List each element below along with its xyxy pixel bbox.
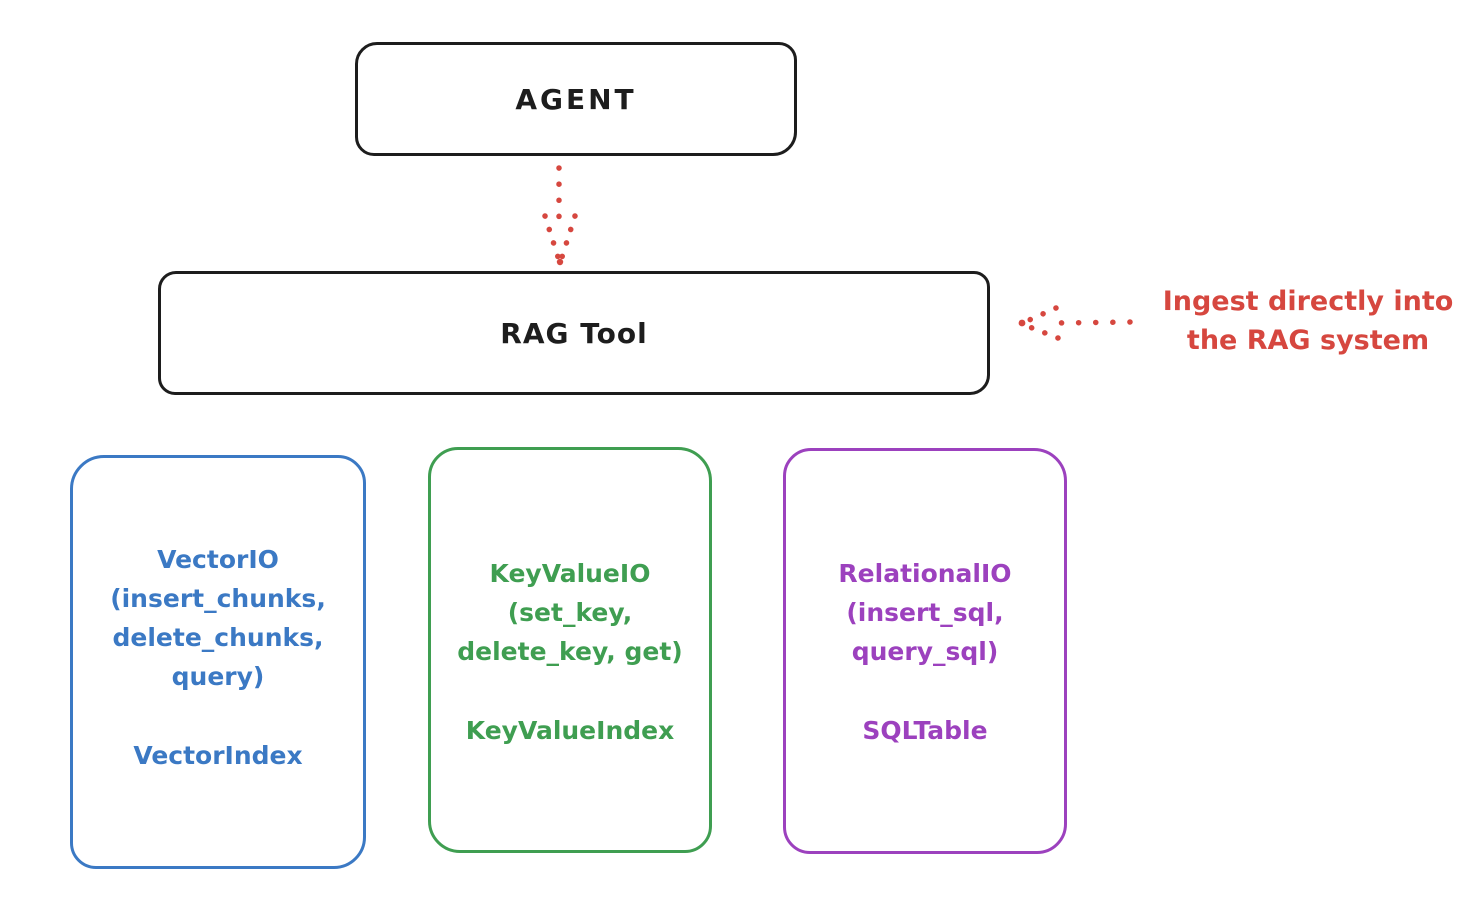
keyvalue-io-title: KeyValueIO	[489, 559, 651, 588]
vector-index-label: VectorIndex	[133, 741, 303, 770]
annotation-text: Ingest directly into the RAG system	[1138, 282, 1478, 360]
agent-box: AGENT	[355, 42, 797, 156]
sql-table-label: SQLTable	[862, 716, 988, 745]
annotation-line-2: the RAG system	[1186, 325, 1430, 356]
vector-io-param: query)	[171, 662, 265, 691]
rag-tool-label: RAG Tool	[500, 316, 648, 350]
keyvalue-io-param: (set_key,	[507, 598, 633, 627]
vector-io-title: VectorIO	[157, 545, 279, 574]
relational-io-title: RelationalIO	[838, 559, 1012, 588]
vector-io-box: VectorIO (insert_chunks, delete_chunks, …	[70, 455, 366, 869]
left-arrow-icon	[1018, 305, 1133, 341]
keyvalue-io-param: delete_key, get)	[457, 637, 683, 666]
relational-io-param: (insert_sql,	[846, 598, 1004, 627]
agent-label: AGENT	[515, 82, 637, 116]
rag-tool-box: RAG Tool	[158, 271, 990, 395]
annotation-line-1: Ingest directly into	[1162, 286, 1454, 317]
down-arrow-icon	[542, 165, 578, 266]
keyvalue-io-box: KeyValueIO (set_key, delete_key, get) Ke…	[428, 447, 712, 853]
vector-io-param: (insert_chunks,	[110, 584, 326, 613]
relational-io-box: RelationalIO (insert_sql, query_sql) SQL…	[783, 448, 1067, 854]
relational-io-param: query_sql)	[851, 637, 999, 666]
keyvalue-index-label: KeyValueIndex	[465, 716, 675, 745]
vector-io-param: delete_chunks,	[112, 623, 324, 652]
